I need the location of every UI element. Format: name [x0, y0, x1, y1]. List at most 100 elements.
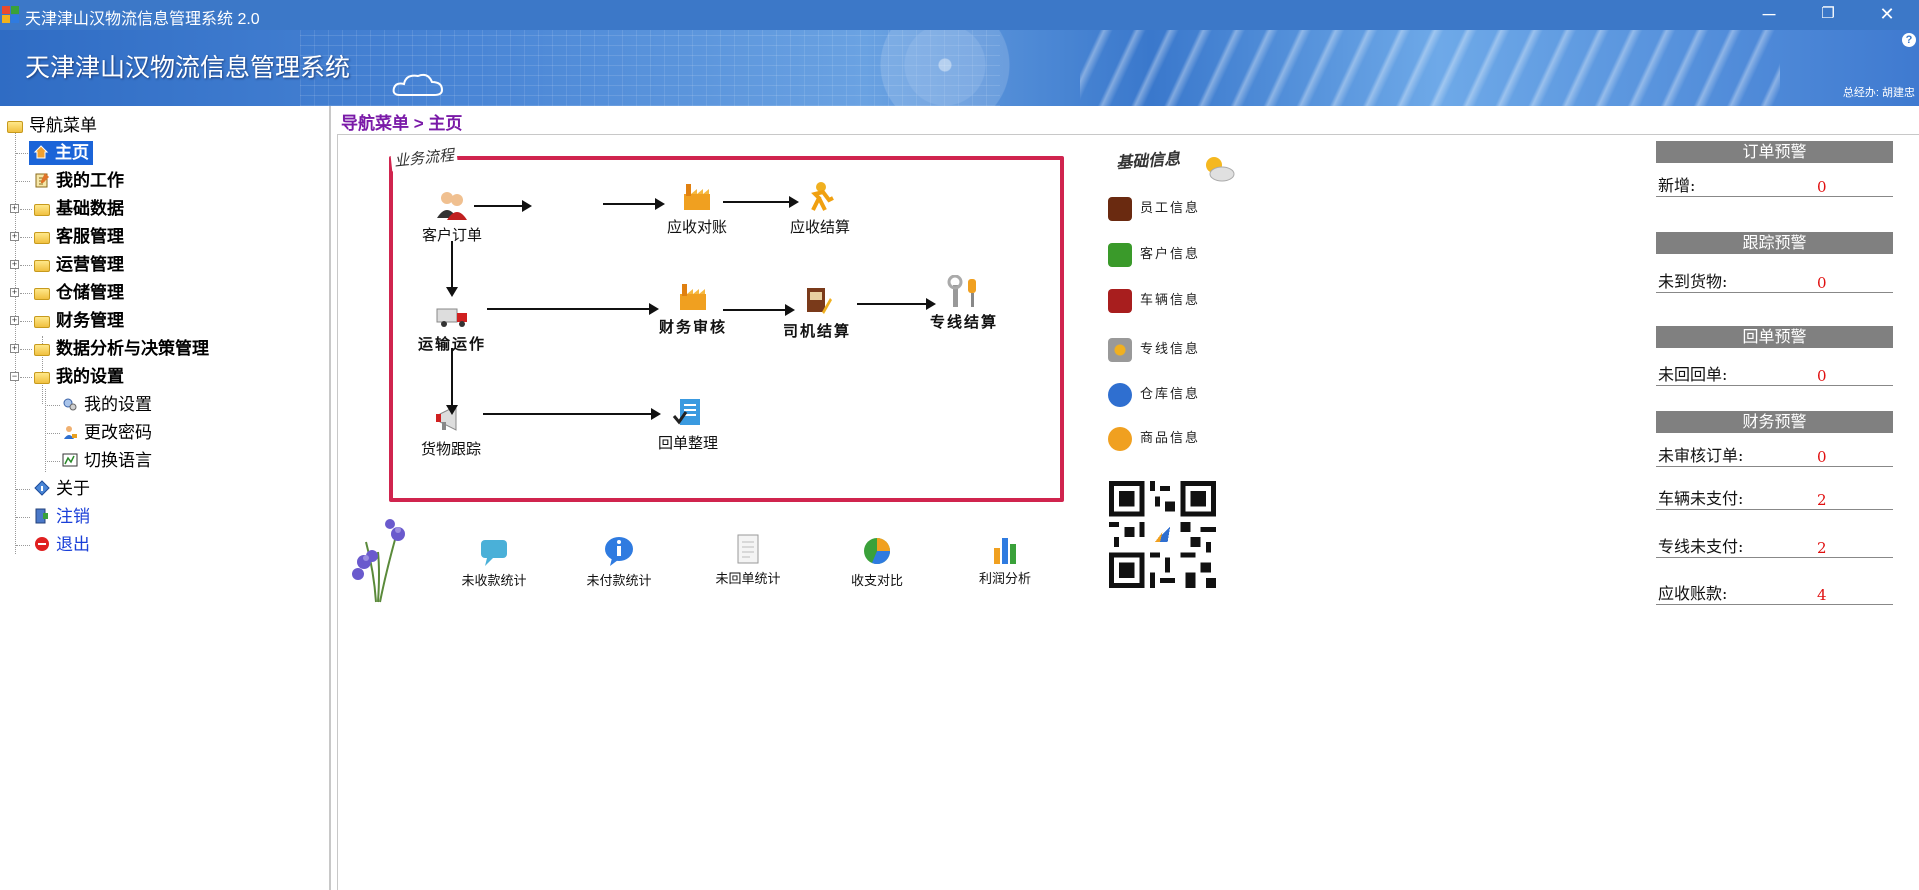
flow-customer-order[interactable]: 客户订单 — [414, 188, 490, 245]
flow-arrow — [723, 196, 799, 208]
stat-unpaid[interactable]: 未付款统计 — [569, 534, 669, 589]
breadcrumb: 导航菜单 > 主页 — [341, 114, 463, 133]
window-title: 天津津山汉物流信息管理系统 2.0 — [25, 11, 260, 28]
qr-code — [1109, 481, 1216, 588]
flow-receipt-sort[interactable]: 回单整理 — [650, 396, 726, 453]
nav-item-basic-data[interactable]: 基础数据 — [34, 197, 124, 221]
flow-finance-audit[interactable]: 财务审核 — [648, 280, 738, 337]
folder-open-icon — [7, 121, 23, 133]
alarm-clock-icon — [1108, 426, 1132, 451]
warning-row-receivable[interactable]: 应收账款: 4 — [1656, 583, 1893, 605]
folder-icon — [34, 232, 50, 244]
warning-row-unreturned[interactable]: 未回回单: 0 — [1656, 364, 1893, 386]
expand-toggle[interactable]: + — [10, 343, 19, 353]
info-bubble-icon — [602, 534, 636, 568]
info-diamond-icon — [34, 479, 50, 496]
flow-arrow — [857, 298, 936, 310]
nav-item-label: 仓储管理 — [56, 283, 124, 302]
bar-chart-icon — [988, 532, 1022, 566]
finance-warning-header: 财务预警 — [1656, 411, 1893, 433]
basic-employee[interactable]: 员工信息 — [1108, 195, 1200, 223]
exit-icon — [34, 535, 50, 551]
stat-unreceived[interactable]: 未收款统计 — [444, 534, 544, 589]
nav-item-label: 数据分析与决策管理 — [56, 339, 209, 358]
nav-item-label: 退出 — [56, 535, 90, 554]
logout-icon — [34, 507, 50, 524]
nav-item-label: 基础数据 — [56, 199, 124, 218]
basic-vehicle[interactable]: 车辆信息 — [1108, 287, 1200, 315]
basic-warehouse[interactable]: 仓库信息 — [1108, 381, 1200, 409]
nav-item-about[interactable]: 关于 — [34, 477, 90, 501]
flow-arrow — [483, 408, 661, 420]
warning-row-new[interactable]: 新增: 0 — [1656, 175, 1893, 197]
restore-button[interactable]: ❐ — [1821, 5, 1835, 22]
nav-item-exit[interactable]: 退出 — [34, 533, 90, 557]
stat-profit-analysis[interactable]: 利润分析 — [955, 532, 1055, 587]
notepad-icon — [34, 171, 50, 188]
flow-line-settle[interactable]: 专线结算 — [916, 274, 1012, 332]
flow-receivable-settle[interactable]: 应收结算 — [782, 180, 858, 237]
green-book-icon — [1108, 242, 1132, 267]
folder-icon — [34, 204, 50, 216]
nav-item-label: 注销 — [56, 507, 90, 526]
nav-item-label: 切换语言 — [84, 451, 152, 470]
checklist-icon — [671, 396, 705, 430]
folder-icon — [34, 344, 50, 356]
expand-toggle[interactable]: + — [10, 287, 19, 297]
users-icon — [435, 188, 469, 222]
app-icon — [2, 6, 20, 24]
basic-product[interactable]: 商品信息 — [1108, 425, 1200, 453]
home-icon — [33, 143, 49, 159]
pie-chart-icon — [860, 534, 894, 568]
nav-item-change-password[interactable]: 更改密码 — [62, 421, 152, 445]
folder-icon — [34, 260, 50, 272]
basic-customer[interactable]: 客户信息 — [1108, 241, 1200, 269]
nav-item-home[interactable]: 主页 — [29, 141, 93, 165]
main-content: 导航菜单 > 主页 — [337, 106, 1919, 890]
nav-item-my-settings-sub[interactable]: 我的设置 — [62, 393, 152, 417]
nav-item-finance[interactable]: 财务管理 — [34, 309, 124, 333]
nav-item-operations[interactable]: 运营管理 — [34, 253, 124, 277]
nav-item-my-work[interactable]: 我的工作 — [34, 169, 124, 193]
basic-line[interactable]: 专线信息 — [1108, 336, 1200, 364]
notebook-pencil-icon — [800, 284, 834, 318]
order-warning-header: 订单预警 — [1656, 141, 1893, 163]
track-warning-header: 跟踪预警 — [1656, 232, 1893, 254]
collapse-toggle[interactable]: − — [10, 371, 19, 381]
flow-arrow — [446, 348, 458, 415]
expand-toggle[interactable]: + — [10, 231, 19, 241]
warning-row-vehicle-unpaid[interactable]: 车辆未支付: 2 — [1656, 488, 1893, 510]
factory-icon — [676, 280, 710, 314]
receipt-warning-header: 回单预警 — [1656, 326, 1893, 348]
minimize-button[interactable]: ─ — [1762, 4, 1776, 24]
nav-item-label: 我的设置 — [56, 367, 124, 386]
weather-icon — [1206, 157, 1235, 182]
factory-icon — [680, 180, 714, 214]
warning-row-undelivered[interactable]: 未到货物: 0 — [1656, 271, 1893, 293]
warning-row-unaudited[interactable]: 未审核订单: 0 — [1656, 445, 1893, 467]
close-button[interactable]: ✕ — [1879, 4, 1895, 24]
folder-icon — [34, 288, 50, 300]
nav-item-label: 我的设置 — [84, 395, 152, 414]
stat-unreturned-receipt[interactable]: 未回单统计 — [698, 532, 798, 587]
nav-item-warehouse[interactable]: 仓储管理 — [34, 281, 124, 305]
flow-driver-settle[interactable]: 司机结算 — [772, 284, 862, 341]
nav-root-label: 导航菜单 — [29, 116, 97, 135]
flow-receivable-reconcile[interactable]: 应收对账 — [659, 180, 735, 237]
warning-row-line-unpaid[interactable]: 专线未支付: 2 — [1656, 536, 1893, 558]
nav-item-my-settings[interactable]: 我的设置 — [34, 365, 124, 389]
nav-item-customer-service[interactable]: 客服管理 — [34, 225, 124, 249]
expand-toggle[interactable]: + — [10, 203, 19, 213]
nav-item-logout[interactable]: 注销 — [34, 505, 90, 529]
nav-item-data-analysis[interactable]: 数据分析与决策管理 — [34, 337, 209, 361]
stat-income-expense[interactable]: 收支对比 — [827, 534, 927, 589]
folder-icon — [34, 316, 50, 328]
help-icon[interactable]: ? — [1902, 33, 1916, 47]
nav-item-switch-language[interactable]: 切换语言 — [62, 449, 152, 473]
document-icon — [731, 532, 765, 566]
flow-transport[interactable]: 运输运作 — [411, 297, 493, 354]
settings-icon — [62, 395, 78, 411]
expand-toggle[interactable]: + — [10, 315, 19, 325]
expand-toggle[interactable]: + — [10, 259, 19, 269]
nav-root[interactable]: 导航菜单 — [7, 114, 97, 138]
